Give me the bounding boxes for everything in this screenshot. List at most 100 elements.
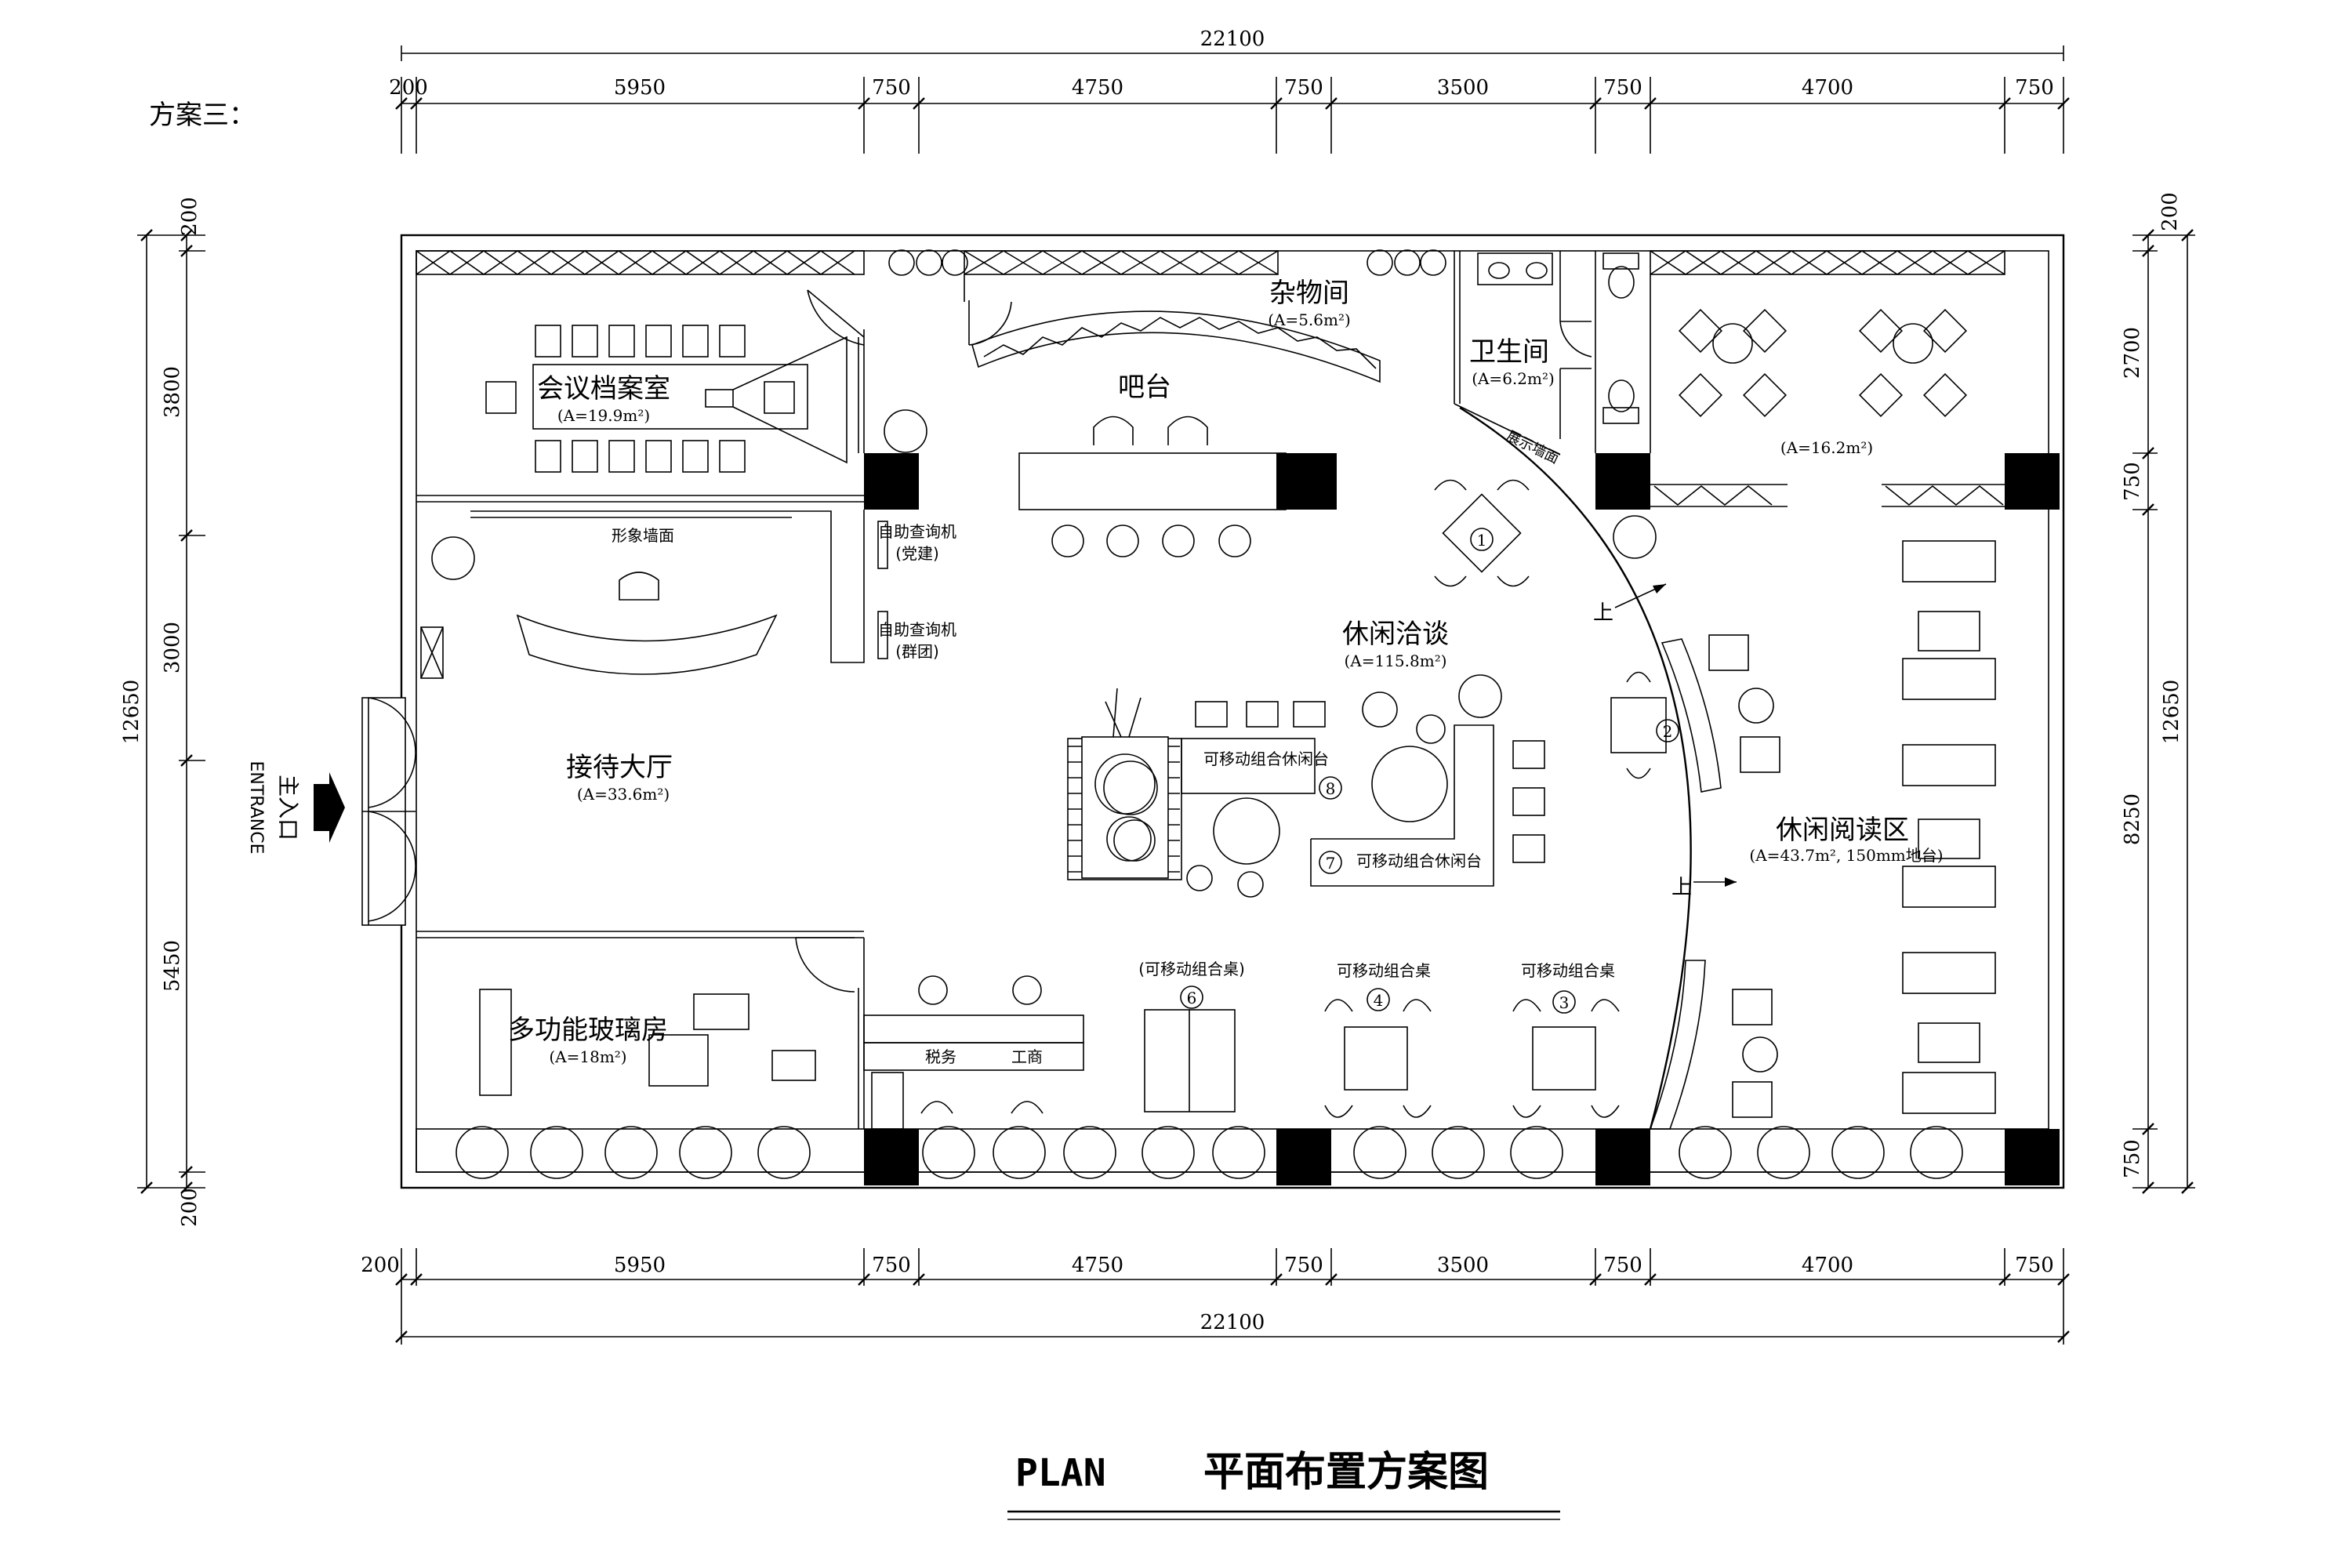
plant-icon (530, 1126, 583, 1179)
plant-icon (604, 1126, 658, 1179)
plant-icon (757, 1126, 811, 1179)
meeting-room-area: (A=19.9m²) (557, 406, 650, 425)
left-dim-4: 5450 (161, 940, 184, 992)
movable-table-4-label: 可移动组合桌 (1337, 961, 1431, 980)
plant-icon (993, 1126, 1046, 1179)
bottom-dim-3: 750 (872, 1254, 911, 1277)
meeting-room: 会议档案室 (A=19.9m²) (485, 325, 848, 473)
right-dim-5: 750 (2121, 1139, 2144, 1178)
glass-room-name: 多功能玻璃房 (508, 1014, 668, 1046)
tax-counter-label: 税务 (925, 1047, 956, 1066)
column (1276, 1129, 1331, 1185)
plant-icon (916, 249, 942, 276)
image-wall-label: 形象墙面 (612, 526, 674, 545)
left-dim-1: 200 (178, 197, 201, 236)
title-cn: 平面布置方案图 (1203, 1449, 1489, 1496)
entrance-label-en: ENTRANCE (246, 761, 266, 855)
kiosk-2-sublabel: (群团) (895, 642, 939, 661)
commerce-counter-label: 工商 (1011, 1047, 1043, 1066)
left-dim-5: 200 (178, 1188, 201, 1227)
plant-icon (1394, 249, 1421, 276)
left-dim-3: 3000 (161, 622, 184, 673)
storage-room: 杂物间 (A=5.6m²) (971, 278, 1381, 383)
top-dim-4: 4750 (1072, 76, 1123, 100)
entrance-arrow-icon (314, 772, 345, 843)
column (2005, 453, 2060, 510)
top-dimensions: 22100 200 5950 750 4750 750 3500 750 470… (389, 27, 2070, 154)
movable-table-6-label: (可移动组合桌) (1138, 960, 1245, 978)
entrance-marker: 主入口 ENTRANCE (246, 761, 345, 855)
entrance-label-cn: 主入口 (275, 775, 301, 840)
marker-4: 4 (1374, 991, 1384, 1010)
bottom-dim-9: 750 (2015, 1254, 2054, 1277)
plant-icon (1367, 249, 1393, 276)
plant-icon (1063, 1126, 1116, 1179)
entrance-doors[interactable] (361, 697, 416, 926)
bottom-dim-5: 750 (1284, 1254, 1323, 1277)
top-dim-8: 4700 (1802, 76, 1853, 100)
plant-icon (1510, 1126, 1563, 1179)
column (864, 1129, 919, 1185)
plant-icon (888, 249, 915, 276)
column (1595, 453, 1650, 510)
plant-icon (1113, 819, 1156, 862)
toilet-room: 卫生间 (A=6.2m²) 展示墙面 (1469, 252, 1639, 467)
kiosks: 自助查询机 (党建) 自助查询机 (群团) (877, 521, 956, 661)
top-dim-1: 200 (389, 76, 428, 100)
lobby: 形象墙面 接待大厅 (A=33.6m²) (420, 526, 778, 804)
top-dim-7: 750 (1603, 76, 1642, 100)
marker-6: 6 (1187, 989, 1197, 1007)
plant-icon (1432, 1126, 1485, 1179)
bar-name: 吧台 (1118, 372, 1171, 403)
plant-icon (1831, 1126, 1885, 1179)
interior-walls (416, 251, 2005, 1129)
marker-2: 2 (1663, 722, 1673, 741)
top-total-dim: 22100 (1200, 27, 1265, 51)
step-up-1: 上 (1593, 601, 1613, 625)
bottom-planters (416, 1126, 2049, 1179)
reading-area: 休闲阅读区 (A=43.7m², 150mm地台) 上 上 (1459, 406, 1996, 1130)
movable-lounge-8-label: 可移动组合休闲台 (1203, 750, 1329, 768)
reading-area-name: 休闲阅读区 (1776, 815, 1909, 846)
bottom-total-dim: 22100 (1200, 1311, 1265, 1334)
toilet-area: (A=6.2m²) (1472, 369, 1555, 388)
plant-icon (679, 1126, 732, 1179)
kiosk-icon (877, 611, 888, 659)
plant-icon (1212, 1126, 1265, 1179)
right-dimensions: 200 2700 750 8250 750 12650 (2121, 192, 2195, 1194)
column (2005, 1129, 2060, 1185)
marker-8: 8 (1326, 779, 1336, 798)
movable-table-3-label: 可移动组合桌 (1521, 961, 1615, 980)
top-dim-5: 750 (1284, 76, 1323, 100)
plant-icon (431, 536, 475, 580)
kiosk-1-sublabel: (党建) (895, 544, 939, 563)
bottom-dim-6: 3500 (1437, 1254, 1489, 1277)
vip-room-area: (A=16.2m²) (1780, 438, 1873, 457)
left-dim-2: 3800 (161, 366, 184, 418)
column (1595, 1129, 1650, 1185)
lobby-area: (A=33.6m²) (577, 785, 670, 804)
plant-icon (1458, 674, 1502, 718)
bottom-dim-2: 5950 (614, 1254, 666, 1277)
drawing-title: PLAN 平面布置方案图 (1007, 1449, 1560, 1520)
left-dimensions: 12650 200 3800 3000 5450 200 (120, 197, 205, 1227)
glass-room-area: (A=18m²) (549, 1047, 626, 1066)
left-total-dim: 12650 (120, 680, 143, 745)
marker-3: 3 (1559, 993, 1570, 1012)
lobby-name: 接待大厅 (566, 752, 673, 783)
top-dim-3: 750 (872, 76, 911, 100)
movable-lounge-7-label: 可移动组合休闲台 (1356, 851, 1482, 870)
column (864, 453, 919, 510)
right-dim-2: 2700 (2121, 327, 2144, 379)
top-planters (888, 249, 1446, 276)
plant-icon (1353, 1126, 1406, 1179)
plant-icon (1420, 249, 1446, 276)
kiosk-icon (877, 521, 888, 569)
step-up-2: 上 (1671, 876, 1692, 899)
top-dim-2: 5950 (614, 76, 666, 100)
bottom-dimensions: 200 5950 750 4750 750 3500 750 4700 750 … (361, 1248, 2070, 1345)
plant-icon (942, 249, 968, 276)
right-dim-1: 200 (2158, 192, 2182, 231)
marker-7: 7 (1326, 854, 1336, 873)
